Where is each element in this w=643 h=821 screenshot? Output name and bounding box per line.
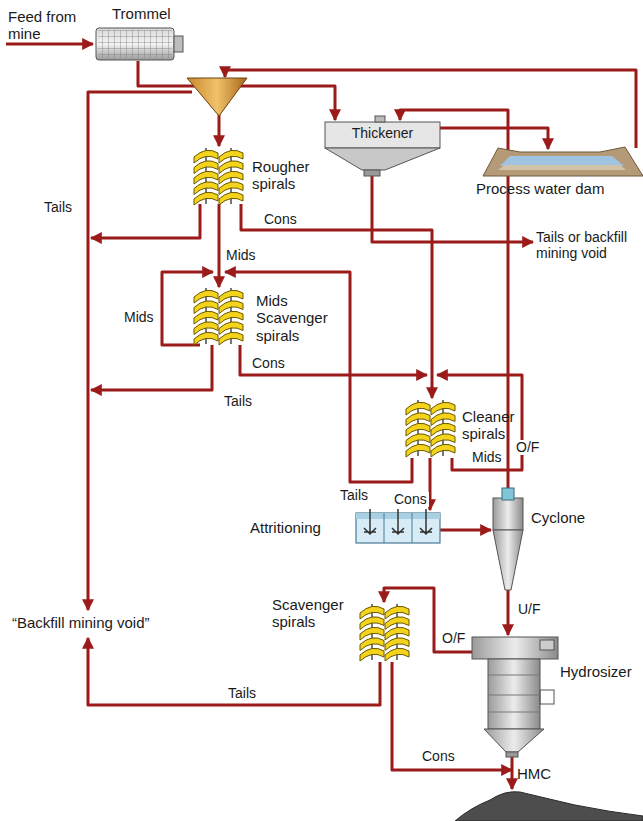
node-label: Hydrosizer [560,663,641,680]
process-node: Cleaner spirals [462,408,542,443]
feed-hopper [187,78,247,116]
process-node: HMC [517,765,577,782]
hydrosizer-icon [472,637,558,757]
flow-line [6,43,93,46]
node-label: Attritioning [250,519,350,536]
node-label: Rougher spirals [252,158,332,193]
stream-label: Cons [420,749,457,764]
hmc-stockpile [455,792,643,821]
process-node: Trommel [112,5,202,22]
process-node: Feed from mine [8,8,78,43]
flow-line [138,61,219,146]
water-dam-icon [483,147,643,176]
flow-line [88,638,380,705]
node-label: Mids Scavenger spirals [256,292,346,344]
node-label: Cleaner spirals [462,408,542,443]
node-label: Process water dam [476,180,641,197]
node-label: Scavenger spirals [272,596,358,631]
flow-line [440,128,548,149]
stream-label: Cons [262,212,299,227]
process-node: Mids Scavenger spirals [256,292,346,344]
spiral-icons [194,148,455,661]
process-node: “Backfill mining void” [12,614,212,631]
stream-label: Tails [222,394,254,409]
stream-label: Mids [224,248,258,263]
thickener-icon [325,116,440,176]
process-node: Scavenger spirals [272,596,358,631]
stream-label: Mids [122,310,156,325]
node-label: Trommel [112,5,202,22]
flow-line [240,86,335,120]
stream-label: Cons [392,492,429,507]
stream-label: U/F [516,602,543,617]
stream-label: Tails [42,200,74,215]
flow-line [225,272,412,482]
process-node: Process water dam [476,180,641,197]
node-label: Tails or backfill mining void [536,229,641,261]
process-node: Tails or backfill mining void [536,229,641,261]
flow-line [511,757,514,789]
flow-line [91,345,212,390]
flow-line [440,529,491,532]
attritioning-cells [356,509,440,543]
process-node: Thickener [330,125,435,141]
node-label: Cyclone [531,509,631,526]
stream-label: O/F [440,631,467,646]
stream-label: O/F [514,440,541,455]
stream-label: Cons [250,356,287,371]
node-label: “Backfill mining void” [12,614,212,631]
stream-label: Tails [338,488,370,503]
process-node: Rougher spirals [252,158,332,193]
node-label: HMC [517,765,577,782]
process-node: Attritioning [250,519,350,536]
process-node: Hydrosizer [560,663,641,680]
node-label: Feed from mine [8,8,78,43]
stream-label: Tails [226,686,258,701]
flow-line [218,204,221,287]
flow-line [507,590,510,635]
cyclone-icon [493,488,523,590]
node-label: Thickener [330,125,435,141]
process-node: Cyclone [531,509,631,526]
flow-line [88,92,192,610]
flow-line [241,204,432,398]
flow-line [429,458,432,510]
flow-line [384,588,472,652]
stream-label: Mids [470,450,504,465]
flow-line [240,345,427,375]
flow-line [91,204,200,238]
trommel-icon [96,28,183,60]
